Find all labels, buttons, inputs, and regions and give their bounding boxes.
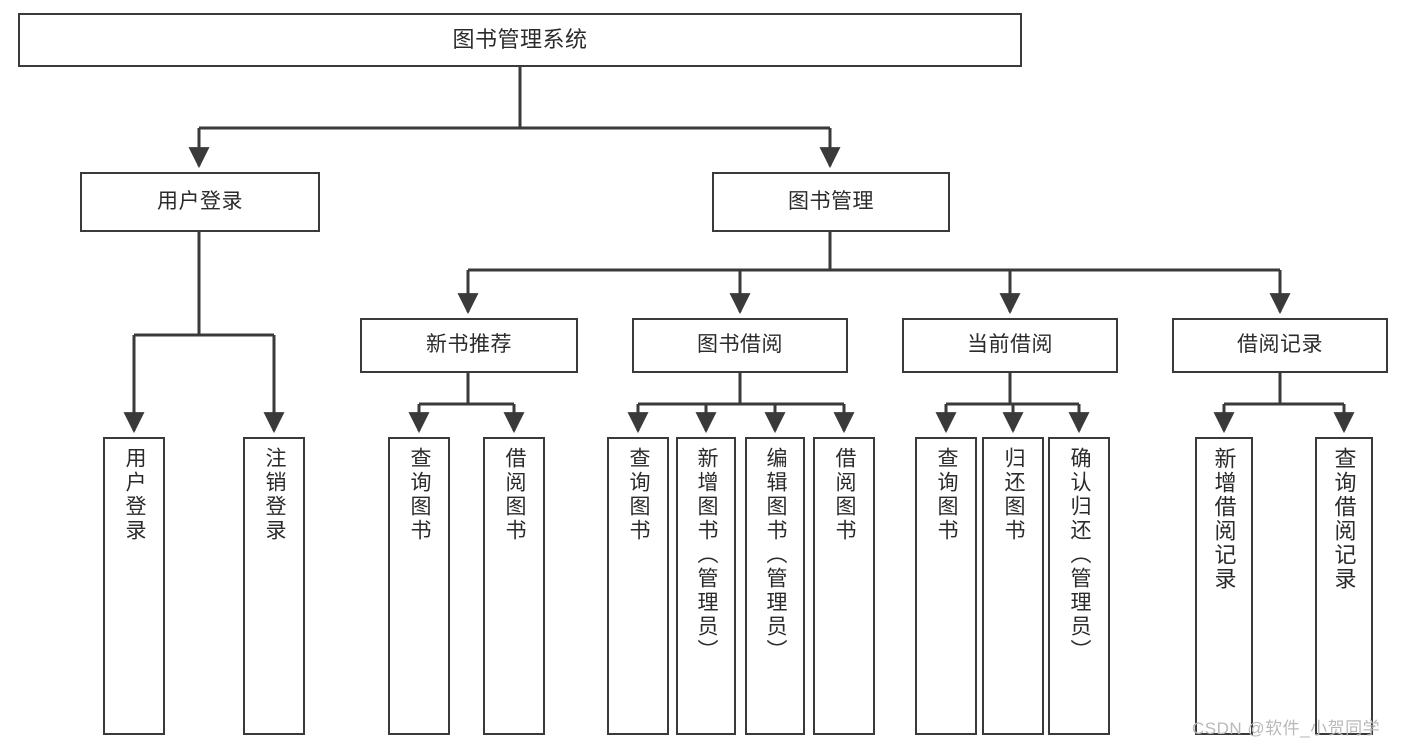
node-leaf-borrow-book-1-label: 借阅图书 [503, 447, 527, 543]
node-book-manage-label: 图书管理 [788, 189, 874, 213]
csdn-watermark: CSDN @软件_小贺同学 [1192, 719, 1381, 738]
node-leaf-add-record-label: 新增借阅记录 [1211, 447, 1237, 591]
node-leaf-confirm-return[interactable]: 确认归还（管理员） [1048, 437, 1110, 735]
node-root-label: 图书管理系统 [452, 26, 588, 52]
node-borrow-record-label: 借阅记录 [1237, 333, 1323, 357]
node-book-borrow-label: 图书借阅 [697, 333, 783, 357]
node-leaf-return-book[interactable]: 归还图书 [982, 437, 1044, 735]
node-leaf-logout[interactable]: 注销登录 [243, 437, 305, 735]
node-root[interactable]: 图书管理系统 [18, 13, 1022, 67]
node-leaf-return-book-label: 归还图书 [1002, 447, 1026, 543]
node-leaf-query-book-1-label: 查询图书 [408, 447, 432, 543]
node-borrow-record[interactable]: 借阅记录 [1172, 318, 1388, 373]
node-leaf-query-book-2[interactable]: 查询图书 [607, 437, 669, 735]
node-user-login[interactable]: 用户登录 [80, 172, 320, 232]
node-leaf-logout-label: 注销登录 [263, 447, 287, 543]
node-leaf-borrow-book-2[interactable]: 借阅图书 [813, 437, 875, 735]
node-leaf-query-record[interactable]: 查询借阅记录 [1315, 437, 1373, 735]
node-leaf-query-book-1[interactable]: 查询图书 [388, 437, 450, 735]
node-leaf-query-book-2-label: 查询图书 [627, 447, 651, 543]
node-new-book-recommend[interactable]: 新书推荐 [360, 318, 578, 373]
node-leaf-add-book-label: 新增图书（管理员） [695, 447, 719, 663]
node-leaf-edit-book[interactable]: 编辑图书（管理员） [745, 437, 805, 735]
node-leaf-borrow-book-2-label: 借阅图书 [833, 447, 857, 543]
node-current-borrow-label: 当前借阅 [967, 333, 1053, 357]
node-leaf-user-login-label: 用户登录 [123, 447, 147, 543]
node-new-book-recommend-label: 新书推荐 [426, 333, 512, 357]
node-book-borrow[interactable]: 图书借阅 [632, 318, 848, 373]
node-leaf-query-book-3[interactable]: 查询图书 [915, 437, 977, 735]
node-leaf-edit-book-label: 编辑图书（管理员） [764, 447, 788, 663]
node-user-login-label: 用户登录 [157, 189, 243, 213]
node-leaf-user-login[interactable]: 用户登录 [103, 437, 165, 735]
node-leaf-borrow-book-1[interactable]: 借阅图书 [483, 437, 545, 735]
node-leaf-add-record[interactable]: 新增借阅记录 [1195, 437, 1253, 735]
node-leaf-confirm-return-label: 确认归还（管理员） [1068, 447, 1092, 663]
node-book-manage[interactable]: 图书管理 [712, 172, 950, 232]
node-leaf-query-book-3-label: 查询图书 [935, 447, 959, 543]
node-current-borrow[interactable]: 当前借阅 [902, 318, 1118, 373]
node-leaf-query-record-label: 查询借阅记录 [1331, 447, 1357, 591]
node-leaf-add-book[interactable]: 新增图书（管理员） [676, 437, 736, 735]
